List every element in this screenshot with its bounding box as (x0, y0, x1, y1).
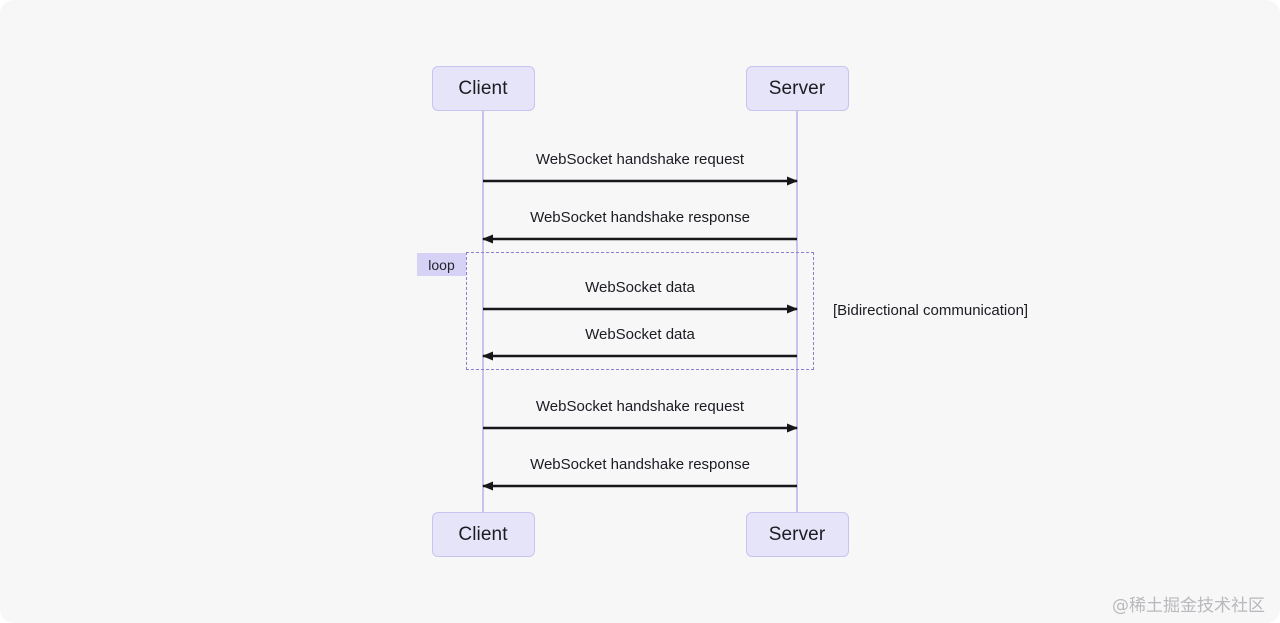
actor-label-client-bottom: Client (458, 524, 508, 545)
actor-label-server-top: Server (768, 78, 826, 99)
message-label-websocket-data-2: WebSocket data (585, 326, 695, 343)
message-label-handshake-request-2: WebSocket handshake request (535, 398, 745, 415)
loop-fragment-condition-note: [Bidirectional communication] (833, 302, 1029, 319)
message-label-websocket-data-1: WebSocket data (585, 279, 695, 296)
actor-label-server-bottom: Server (768, 524, 826, 545)
loop-fragment-box (466, 252, 814, 370)
watermark-text: @稀土掘金技术社区 (1112, 596, 1265, 616)
loop-fragment-tag: loop (417, 253, 466, 276)
message-label-handshake-response-1: WebSocket handshake response (530, 209, 750, 226)
actor-box-server-top[interactable]: Server (745, 66, 849, 111)
message-arrows-group (482, 176, 798, 491)
actor-box-client-top[interactable]: Client (431, 66, 535, 111)
actor-box-client-bottom[interactable]: Client (431, 512, 535, 557)
actor-box-server-bottom[interactable]: Server (745, 512, 849, 557)
message-label-handshake-response-2: WebSocket handshake response (530, 456, 750, 473)
actor-label-client-top: Client (458, 78, 508, 99)
message-label-handshake-request-1: WebSocket handshake request (535, 151, 745, 168)
